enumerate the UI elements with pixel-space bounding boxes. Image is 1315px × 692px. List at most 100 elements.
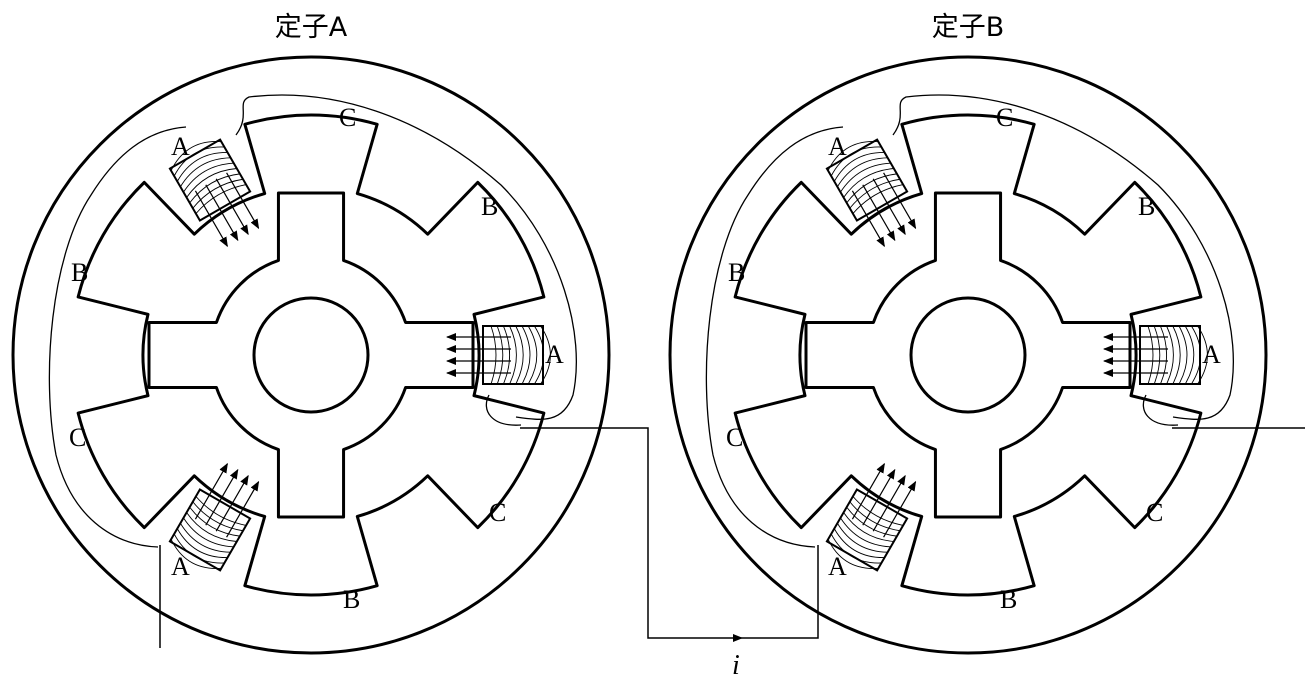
coil-winding (176, 151, 228, 182)
coil-winding (180, 522, 231, 553)
coil-winding (192, 501, 244, 532)
pole-label-b: B (71, 258, 88, 287)
flux-arrow (883, 480, 917, 538)
coil-winding (840, 517, 891, 548)
winding-wire (705, 126, 844, 548)
coil-winding (496, 325, 504, 385)
pole-label-b: B (343, 585, 360, 614)
coil-body (825, 138, 909, 222)
coil-winding (849, 178, 901, 209)
coil-winding (1178, 325, 1188, 385)
pole-label-c: C (996, 103, 1013, 132)
flux-arrow (872, 178, 906, 236)
pole-label-b: B (481, 192, 498, 221)
coil-winding (195, 496, 247, 526)
coil-winding (176, 528, 228, 559)
rotor-outline (804, 191, 1132, 519)
stator-outer-ring (11, 55, 611, 655)
flux-arrow (226, 172, 260, 230)
coil-winding (502, 325, 511, 385)
current-label: i (732, 650, 740, 681)
flux-arrow (226, 480, 260, 538)
coil-winding (1172, 325, 1181, 385)
coil-winding (186, 512, 237, 542)
coil-winding (843, 512, 894, 542)
coil-winding (192, 178, 244, 209)
flux-arrow (872, 474, 906, 532)
flux-arrow (215, 474, 249, 532)
pole-label-a: A (828, 552, 847, 581)
flux-arrow (851, 190, 885, 248)
shaft-hole (909, 296, 1027, 414)
shaft-hole (252, 296, 370, 414)
coil-winding (170, 141, 222, 171)
coil-winding (186, 168, 237, 198)
coil-winding (180, 157, 231, 188)
pole-label-a: A (171, 552, 190, 581)
coil-winding (1153, 325, 1161, 385)
flux-arrow (862, 184, 896, 242)
winding-loop (1142, 394, 1179, 426)
pole-label-b: B (728, 258, 745, 287)
coil-winding (827, 141, 879, 171)
pole-label-c: C (69, 423, 86, 452)
coil-winding (1191, 325, 1201, 385)
pole-label-a: A (828, 132, 847, 161)
coil-winding (830, 533, 882, 564)
coil-winding (1147, 325, 1154, 385)
coil-winding (830, 146, 882, 177)
connecting-lead-arrow (520, 427, 743, 642)
coil-winding (490, 325, 497, 385)
coil-winding (183, 162, 234, 193)
flux-arrow (205, 468, 239, 526)
flux-arrow (194, 462, 228, 520)
stator-b-title: 定子B (932, 12, 1005, 43)
coil-winding (534, 325, 544, 385)
winding-wire (48, 126, 187, 548)
coil-winding (173, 533, 225, 564)
pole-label-c: C (726, 423, 743, 452)
coil-winding (846, 173, 897, 204)
flux-arrow (862, 468, 896, 526)
coil-winding (189, 173, 240, 204)
coil-winding (1166, 325, 1174, 385)
coil-winding (540, 325, 551, 385)
coil-body (168, 488, 252, 572)
coil-winding (852, 496, 904, 526)
coil-winding (837, 157, 888, 188)
coil-winding (833, 151, 885, 182)
coil-winding (1159, 325, 1168, 385)
coil-winding (189, 506, 240, 537)
phase-a-windings (168, 138, 551, 572)
pole-label-c: C (1146, 498, 1163, 527)
coil-winding (1184, 325, 1195, 385)
coil-winding (1197, 325, 1208, 385)
coil-winding (840, 162, 891, 193)
pole-label-b: B (1138, 192, 1155, 221)
winding-wire-outer (235, 94, 577, 420)
coil-winding (852, 184, 904, 214)
coil-body (168, 138, 252, 222)
pole-label-c: C (489, 498, 506, 527)
coil-winding (509, 325, 517, 385)
coil-winding (827, 539, 879, 569)
winding-wire-outer (892, 94, 1234, 420)
stator-a: A A A C B B C C B (11, 55, 611, 655)
winding-loop (485, 394, 522, 426)
coil-winding (515, 325, 524, 385)
flux-arrow (215, 178, 249, 236)
coil-winding (843, 168, 894, 198)
stator-teeth-outline (733, 113, 1203, 597)
stator-outer-ring (668, 55, 1268, 655)
rotor-outline (147, 191, 475, 519)
stator-teeth-outline (76, 113, 546, 597)
stator-b: A A A C B B C C B (668, 55, 1268, 655)
coil-winding (170, 539, 222, 569)
flux-arrow (205, 184, 239, 242)
flux-arrow (851, 462, 885, 520)
coil-winding (846, 506, 897, 537)
connecting-lead (742, 545, 819, 639)
pole-label-a: A (545, 340, 564, 369)
